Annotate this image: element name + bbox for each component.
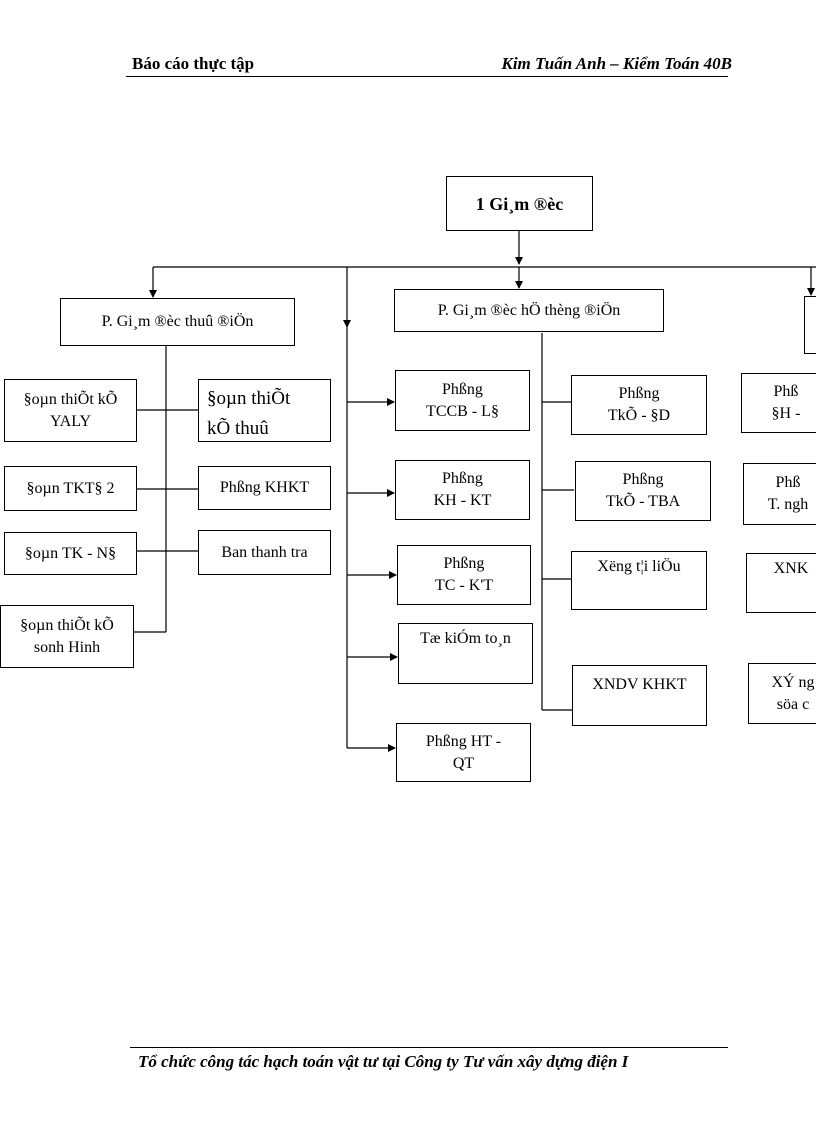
documents-workshop-box: X­ëng t¦i liÖu [571,551,707,610]
footer-text: Tổ chức công tác hạch toán vật tư tại Cô… [138,1052,629,1071]
xndv-khkt-box: XNDV KHKT [572,665,707,726]
dept-tc-kt-box: Phßng TC - K'T [397,545,531,605]
team-hydro-design-box: §oµn thiÕt kÕ thuû [198,379,331,442]
dept-tccb-box: Phßng TCCB - L§ [395,370,530,431]
header-right: Kim Tuấn Anh – Kiểm Toán 40B [501,54,732,73]
header-rule [126,76,728,77]
team-song-hinh-box: §oµn thiÕt kÕ sonh Hinh [0,605,134,668]
far-dept-3-box: XNK [746,553,816,613]
team-tkt2-box: §oµn TKT§ 2 [4,466,137,511]
deputy-hydropower-box: P. Gi¸m ®èc thuû ®iÖn [60,298,295,346]
dept-kh-kt-box: Phßng KH - KT [395,460,530,520]
deputy-right-box [804,296,816,354]
dept-ht-qt-box: Phßng HT - QT [396,723,531,782]
far-dept-2-box: Phß T. ngh [743,463,816,525]
dept-design-dd-box: Phßng TkÕ - §D [571,375,707,435]
deputy-power-system-box: P. Gi¸m ®èc hÖ thèng ®iÖn [394,289,664,332]
inspection-board-box: Ban thanh tra [198,530,331,575]
director-box: 1 Gi¸m ®èc [446,176,593,231]
dept-design-tba-box: Phßng TkÕ - TBA [575,461,711,521]
team-yaly-box: §oµn thiÕt kÕ YALY [4,379,137,442]
footer-rule [130,1047,728,1048]
dept-khkt-box: Phßng KHKT [198,466,331,510]
header-left: Báo cáo thực tập [132,54,255,73]
far-dept-1-box: Phß §H - [741,373,816,433]
far-dept-4-box: XÝ ng söa c [748,663,816,724]
audit-team-box: Tæ kiÓm to¸n [398,623,533,684]
team-tk-nd-box: §oµn TK - N§ [4,532,137,575]
